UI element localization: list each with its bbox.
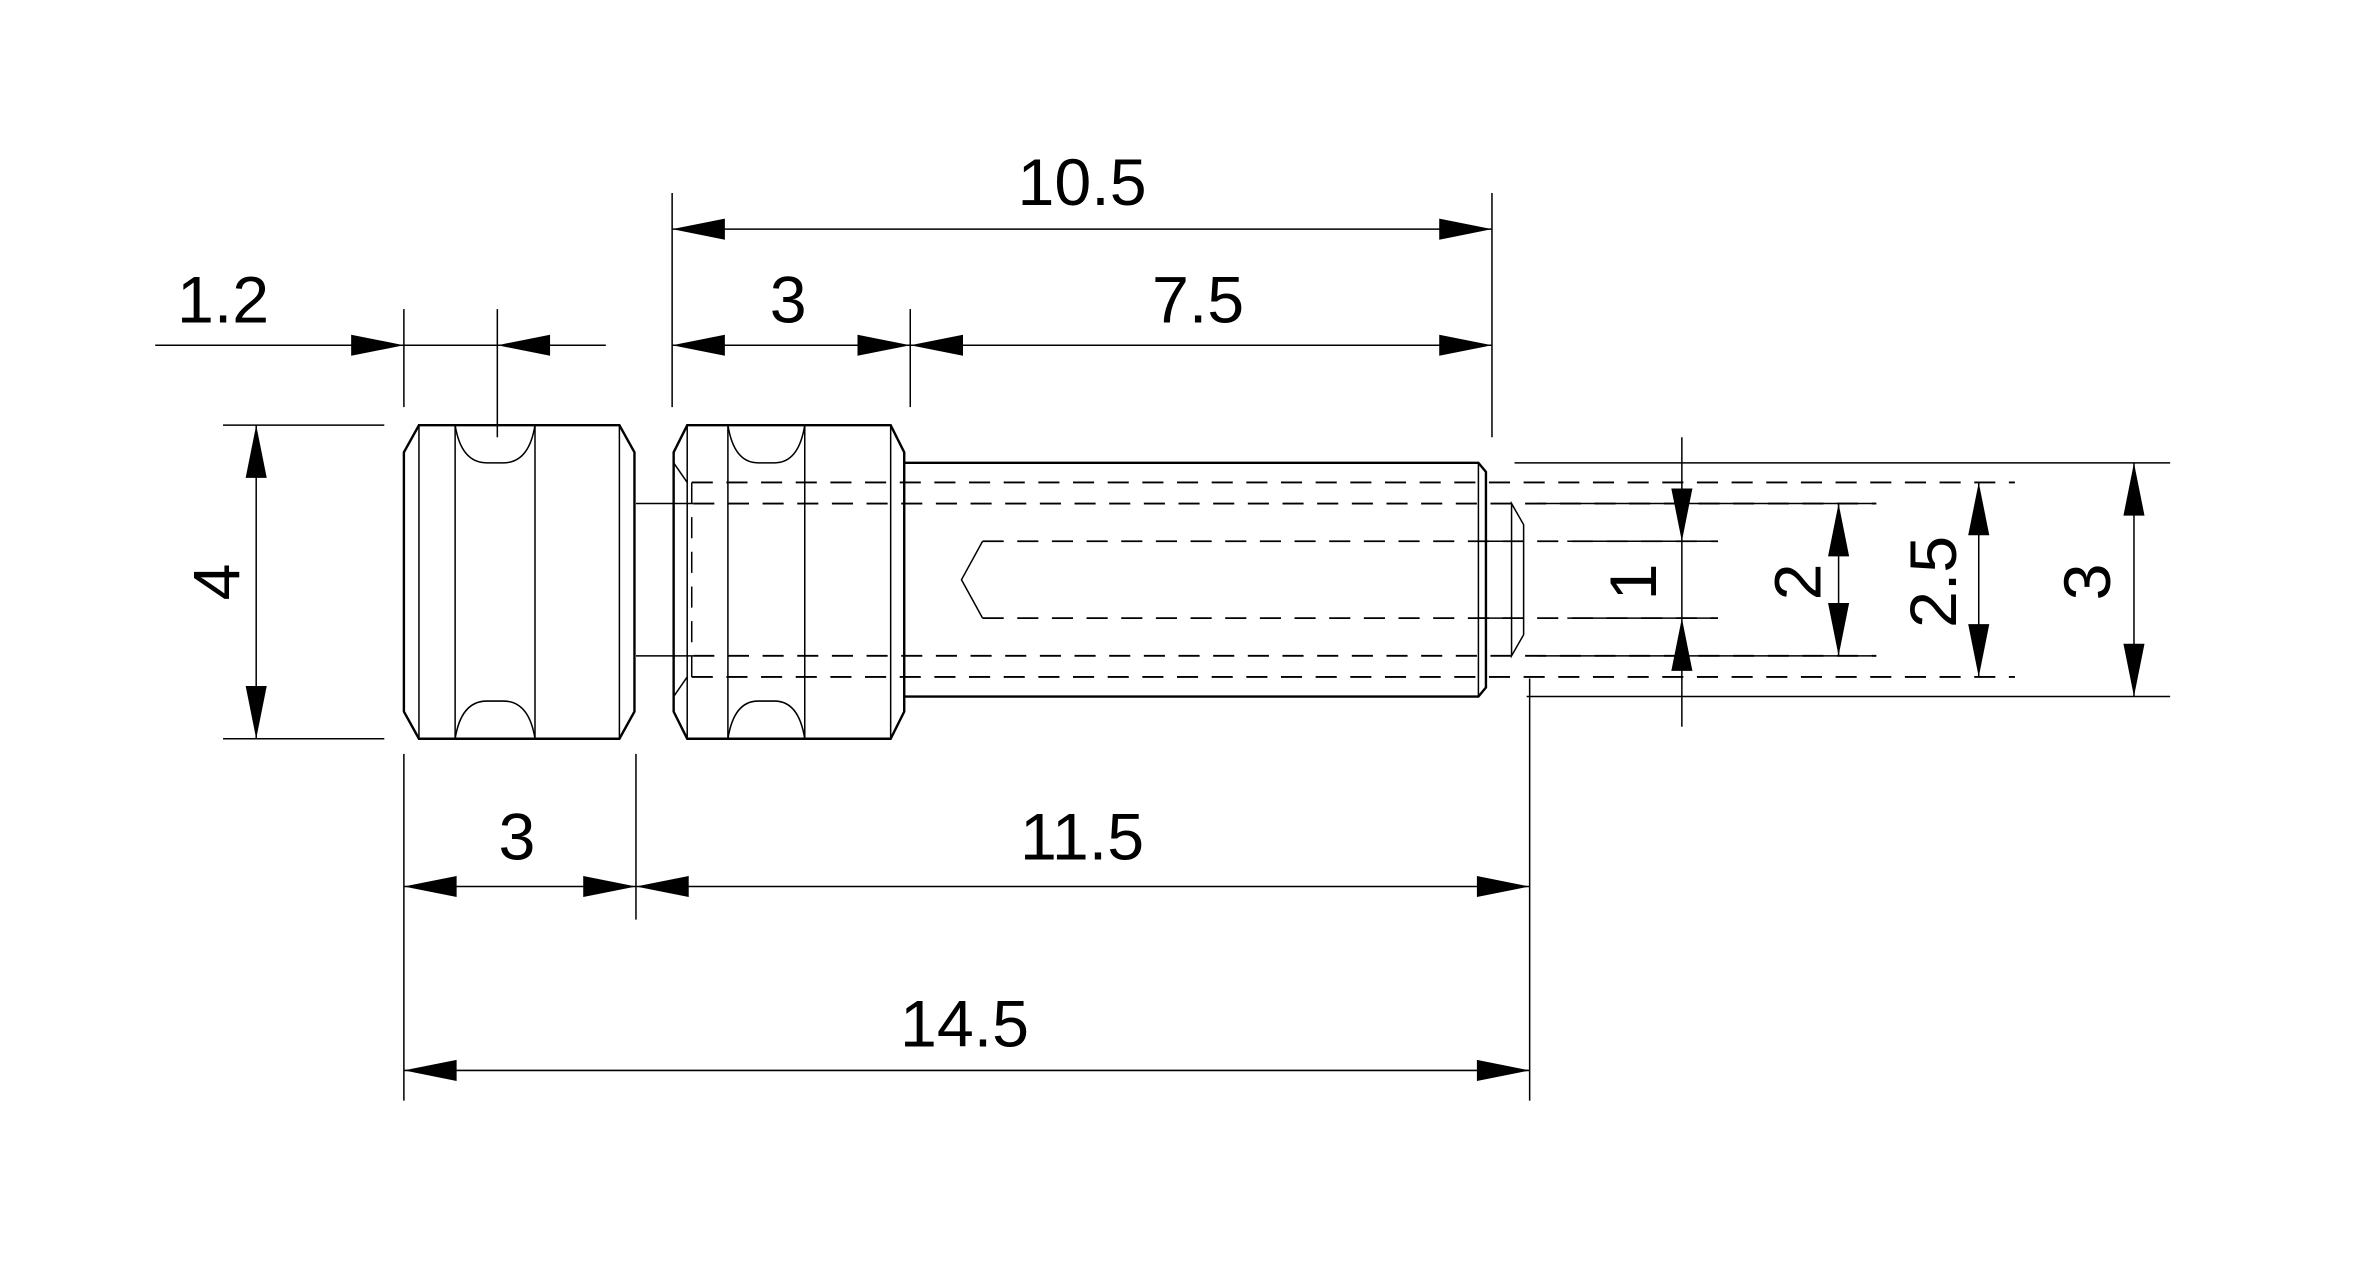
dim-hole-diameter: 1: [1597, 564, 1671, 601]
dim-shaft-length: 7.5: [1152, 264, 1244, 338]
arrowhead-icon: [910, 334, 963, 356]
dimension-arrows: [245, 218, 2145, 1081]
arrowhead-icon: [1476, 875, 1530, 898]
arrowhead-icon: [1671, 618, 1693, 671]
arrowhead-icon: [351, 334, 404, 356]
dim-head-width: 3: [498, 800, 535, 874]
arrowhead-icon: [1968, 482, 1990, 536]
arrowhead-icon: [1828, 503, 1850, 557]
arrowhead-icon: [403, 875, 457, 898]
dim-overall-length: 14.5: [900, 987, 1029, 1061]
arrowhead-icon: [2123, 462, 2145, 516]
dim-shaft-diameter: 3: [2051, 564, 2125, 601]
arrowhead-icon: [583, 875, 636, 898]
arrowhead-icon: [245, 425, 267, 478]
arrowhead-icon: [245, 685, 267, 739]
arrowhead-icon: [1476, 1059, 1530, 1081]
arrowhead-icon: [403, 1059, 457, 1081]
dim-overall-top: 10.5: [1018, 146, 1147, 220]
arrowhead-icon: [672, 218, 725, 240]
arrowhead-icon: [857, 334, 911, 356]
shaft-part: [635, 423, 2171, 740]
dim-head-diameter: 4: [181, 564, 255, 601]
arrowhead-icon: [1439, 334, 1492, 356]
arrowhead-icon: [1968, 624, 1990, 677]
arrowhead-icon: [672, 334, 725, 356]
arrowhead-icon: [497, 334, 551, 356]
dim-collar-width: 3: [770, 264, 807, 338]
left-cap: [402, 423, 636, 740]
arrowhead-icon: [635, 875, 689, 898]
arrowhead-icon: [1671, 488, 1693, 542]
dim-body-length: 11.5: [1020, 800, 1144, 874]
dim-groove-width: 1.2: [177, 264, 269, 338]
dim-thread-diameter: 2.5: [1897, 536, 1971, 628]
arrowhead-icon: [2123, 643, 2145, 697]
arrowhead-icon: [1828, 603, 1850, 656]
arrowhead-icon: [1439, 218, 1492, 240]
dim-pin-tip-diameter: 2: [1762, 564, 1836, 601]
